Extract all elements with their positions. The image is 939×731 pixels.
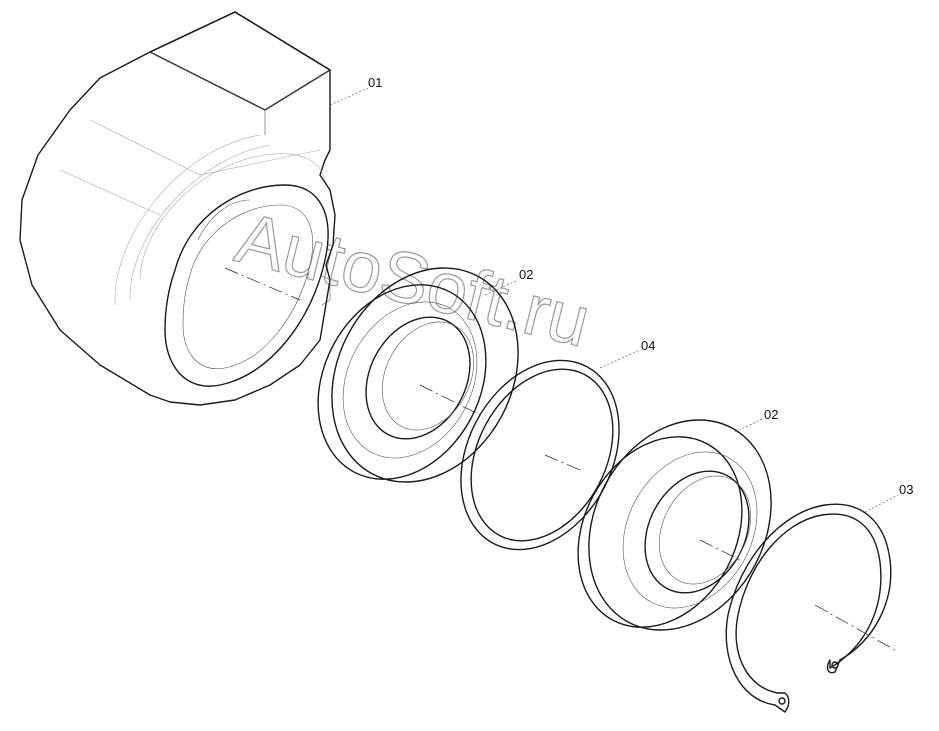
- spacer-ring-part: [460, 359, 620, 551]
- housing-part: [19, 11, 336, 406]
- watermark-text: AutoSoft.ru: [229, 198, 598, 363]
- callout-label-01: 01: [368, 75, 382, 90]
- retaining-ring-part: [725, 503, 892, 713]
- callout-label-04: 04: [641, 338, 655, 353]
- callout-label-02-upper: 02: [519, 267, 533, 282]
- callout-label-02-lower: 02: [764, 407, 778, 422]
- center-axis: [224, 267, 896, 651]
- bearing-lower-part: [577, 419, 772, 631]
- callout-label-03: 03: [899, 482, 913, 497]
- leader-lines: [329, 87, 899, 513]
- bearing-upper-part: [317, 267, 519, 483]
